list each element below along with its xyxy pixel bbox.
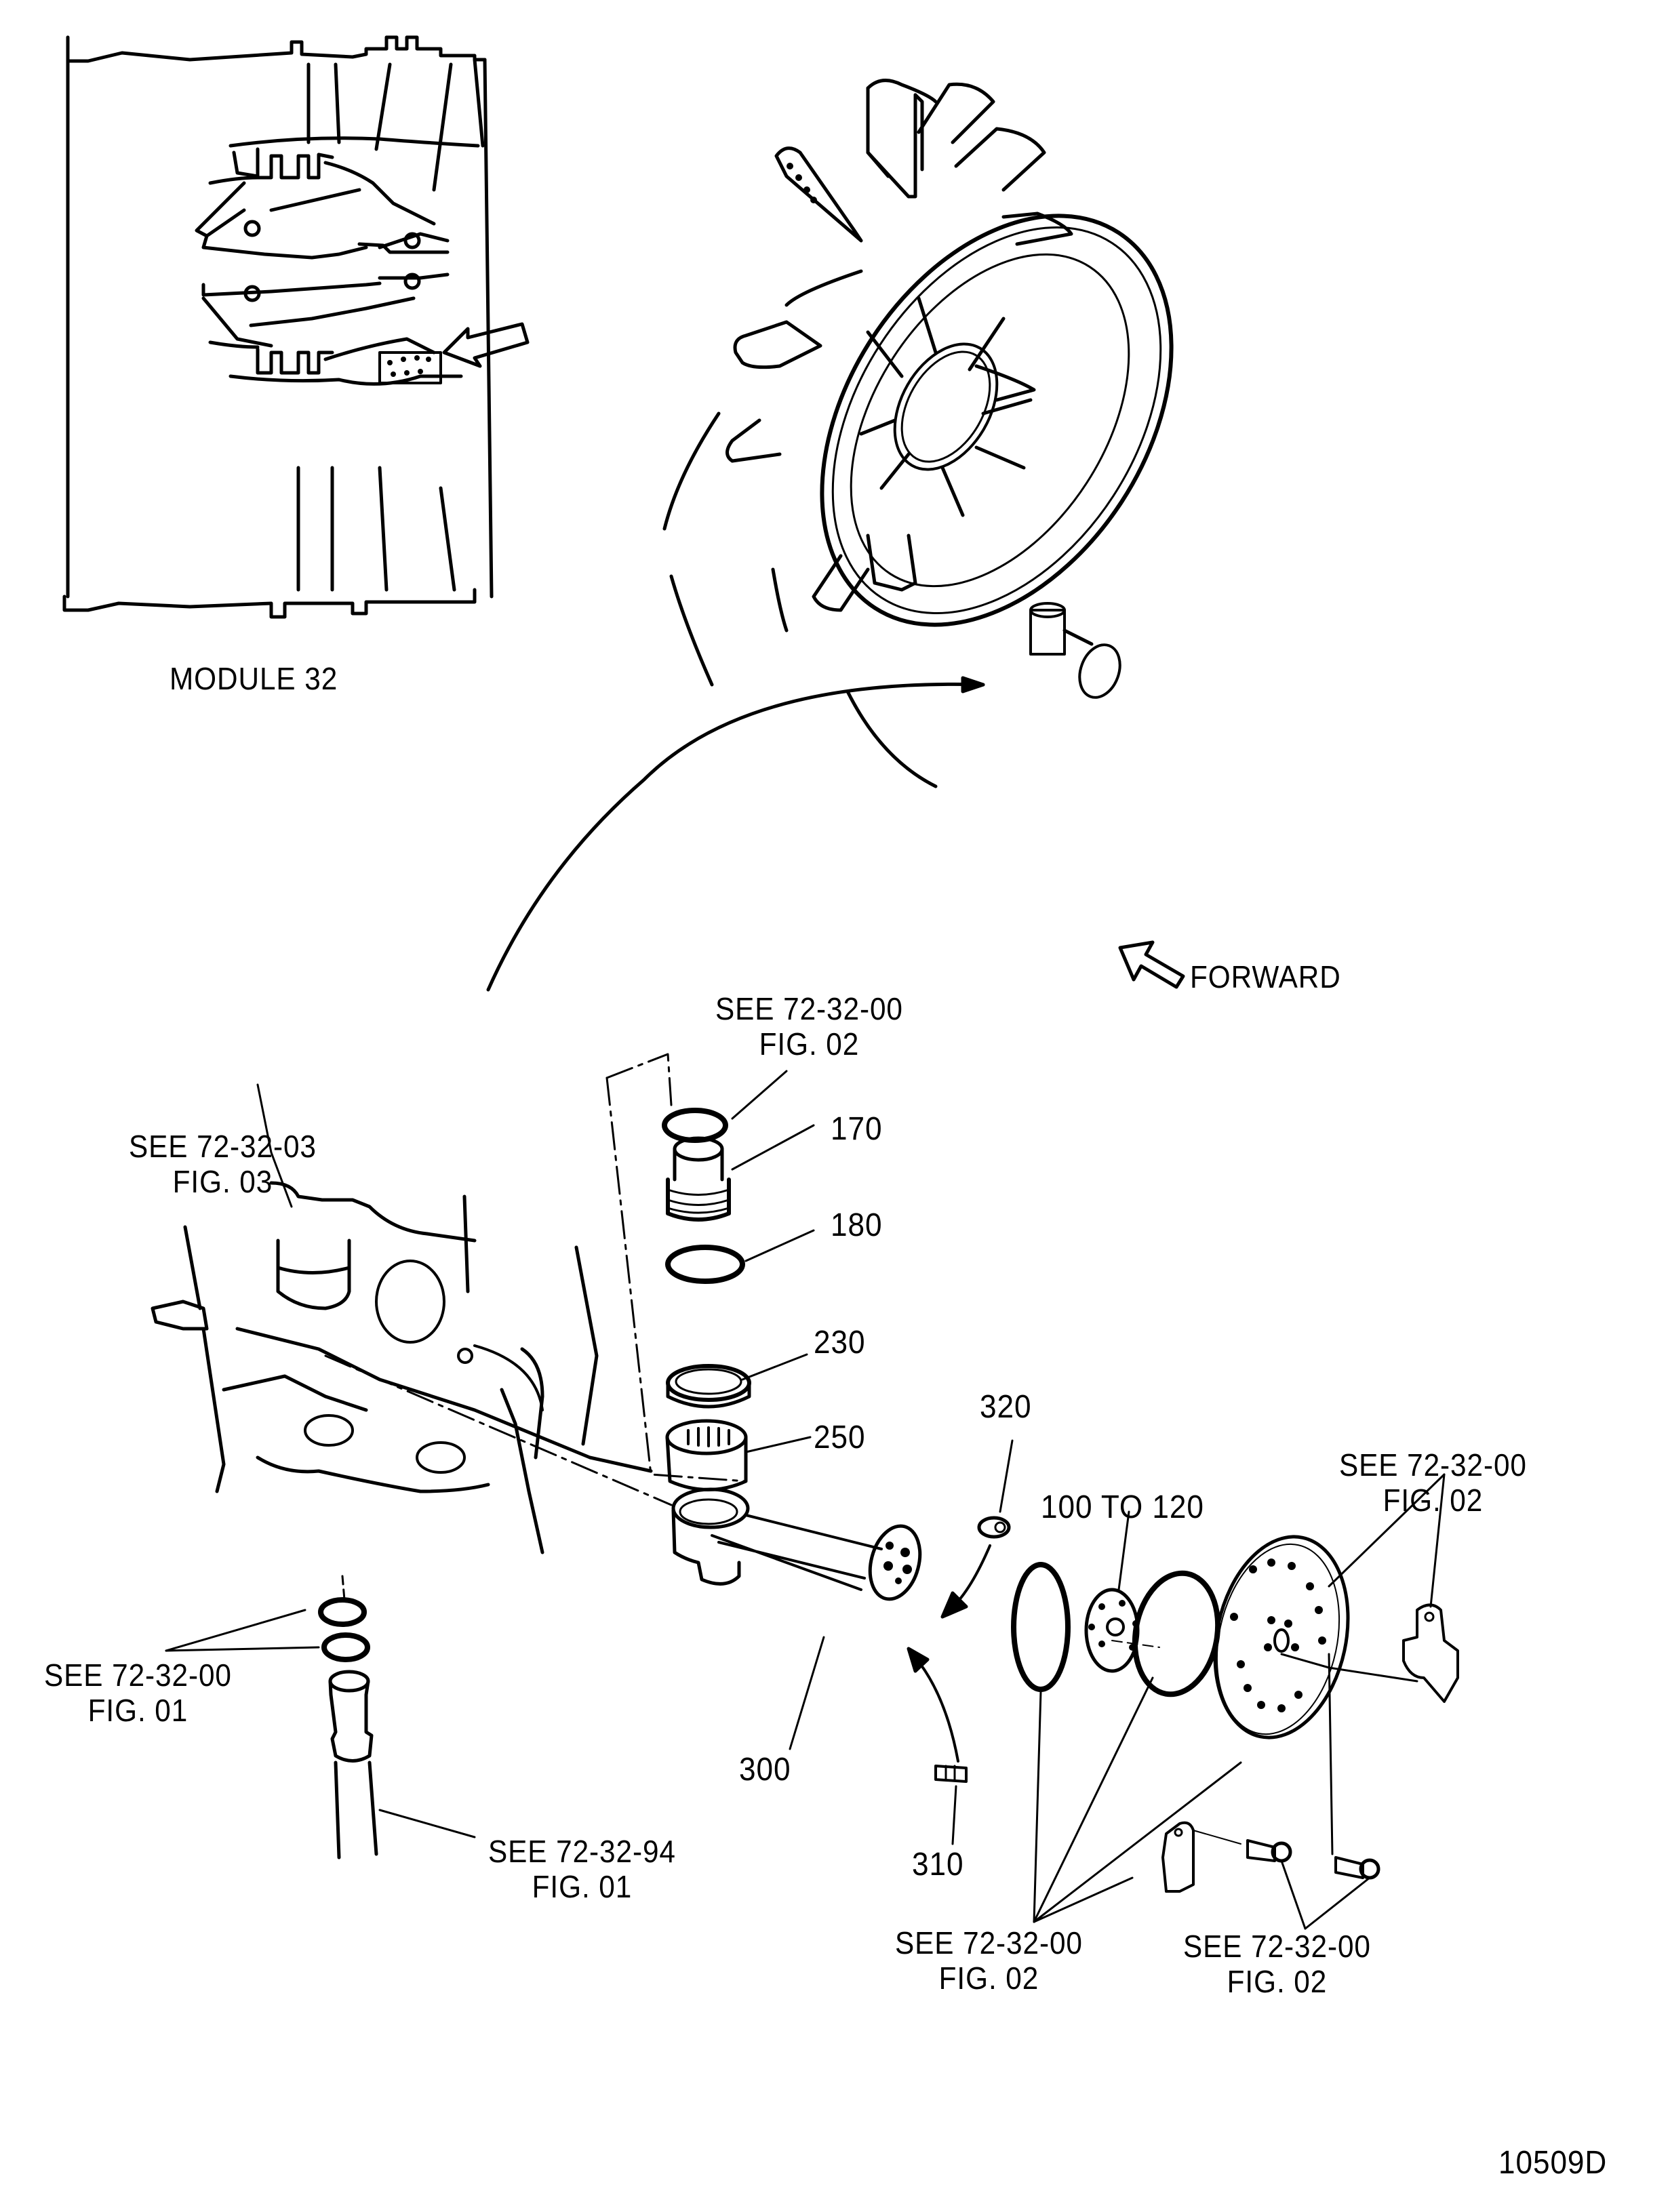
callout-cover-plate: SEE 72-32-00 FIG. 02 bbox=[1339, 1447, 1527, 1518]
item-100-to-120-text: 100 TO 120 bbox=[1041, 1489, 1204, 1525]
callout-bolts-line2: FIG. 02 bbox=[1227, 1964, 1328, 1999]
callout-bolts: SEE 72-32-00 FIG. 02 bbox=[1183, 1929, 1371, 1999]
callout-ring-top-line2: FIG. 02 bbox=[759, 1026, 860, 1062]
seal-stack-drawing bbox=[605, 1053, 1014, 1845]
seal-ring-top bbox=[662, 1108, 728, 1143]
item-230-text: 230 bbox=[814, 1325, 866, 1361]
item-180-text: 180 bbox=[831, 1207, 883, 1243]
item-170-text: 170 bbox=[831, 1111, 883, 1147]
callout-housing-line2: FIG. 03 bbox=[172, 1164, 273, 1199]
module-32-caption-text: MODULE 32 bbox=[170, 661, 338, 696]
item-250-text: 250 bbox=[814, 1420, 866, 1455]
forward-arrow-icon bbox=[1118, 940, 1185, 989]
module-32-inset-drawing bbox=[62, 35, 530, 619]
cover-plate-bolt-holes bbox=[1230, 1559, 1326, 1712]
callout-tube: SEE 72-32-94 FIG. 01 bbox=[488, 1834, 676, 1904]
drawing-number: 10509D bbox=[1498, 2146, 1607, 2181]
item-320-label: 320 bbox=[980, 1390, 1031, 1425]
forward-direction-label: FORWARD bbox=[1190, 959, 1341, 994]
callout-housing-line1: SEE 72-32-03 bbox=[129, 1129, 317, 1164]
detail-leader-curve bbox=[486, 682, 985, 992]
callout-seals-left-line2: FIG. 01 bbox=[87, 1693, 188, 1728]
item-300-label: 300 bbox=[739, 1752, 791, 1788]
fan-frame-drawing bbox=[662, 79, 1174, 788]
callout-ring-top: SEE 72-32-00 FIG. 02 bbox=[715, 991, 903, 1062]
item-170-label: 170 bbox=[831, 1112, 882, 1147]
item-300-text: 300 bbox=[739, 1752, 791, 1788]
callout-seals-left-line1: SEE 72-32-00 bbox=[44, 1657, 232, 1693]
callout-bolts-line1: SEE 72-32-00 bbox=[1183, 1929, 1371, 1964]
callout-housing: SEE 72-32-03 FIG. 03 bbox=[129, 1129, 317, 1199]
callout-seals-left: SEE 72-32-00 FIG. 01 bbox=[44, 1657, 232, 1728]
callout-ring-top-line1: SEE 72-32-00 bbox=[715, 991, 903, 1026]
item-230-label: 230 bbox=[814, 1325, 865, 1361]
callout-bracket-seals-line2: FIG. 02 bbox=[938, 1960, 1039, 1996]
housing-drawing bbox=[151, 1083, 673, 1859]
highlighted-region-dots bbox=[387, 355, 431, 377]
callout-tube-line2: FIG. 01 bbox=[532, 1869, 633, 1904]
item-180-label: 180 bbox=[831, 1208, 882, 1243]
item-310-text: 310 bbox=[912, 1847, 964, 1883]
callout-tube-line1: SEE 72-32-94 bbox=[488, 1834, 676, 1869]
callout-cover-plate-line1: SEE 72-32-00 bbox=[1339, 1447, 1527, 1483]
item-320-text: 320 bbox=[980, 1389, 1032, 1425]
cover-plate-drawing bbox=[1011, 1473, 1459, 1930]
item-310-label: 310 bbox=[912, 1847, 963, 1883]
forward-label-text: FORWARD bbox=[1190, 959, 1341, 994]
item-250-label: 250 bbox=[814, 1420, 865, 1455]
callout-bracket-seals-line1: SEE 72-32-00 bbox=[895, 1925, 1083, 1960]
item-100-to-120-label: 100 TO 120 bbox=[1041, 1490, 1204, 1525]
callout-bracket-seals: SEE 72-32-00 FIG. 02 bbox=[895, 1925, 1083, 1996]
inset-locator-arrow-icon bbox=[442, 322, 530, 368]
callout-cover-plate-line2: FIG. 02 bbox=[1383, 1483, 1484, 1518]
drawing-number-text: 10509D bbox=[1498, 2145, 1608, 2181]
module-32-caption: MODULE 32 bbox=[170, 661, 338, 696]
detail-arrowhead-icon bbox=[961, 676, 985, 693]
